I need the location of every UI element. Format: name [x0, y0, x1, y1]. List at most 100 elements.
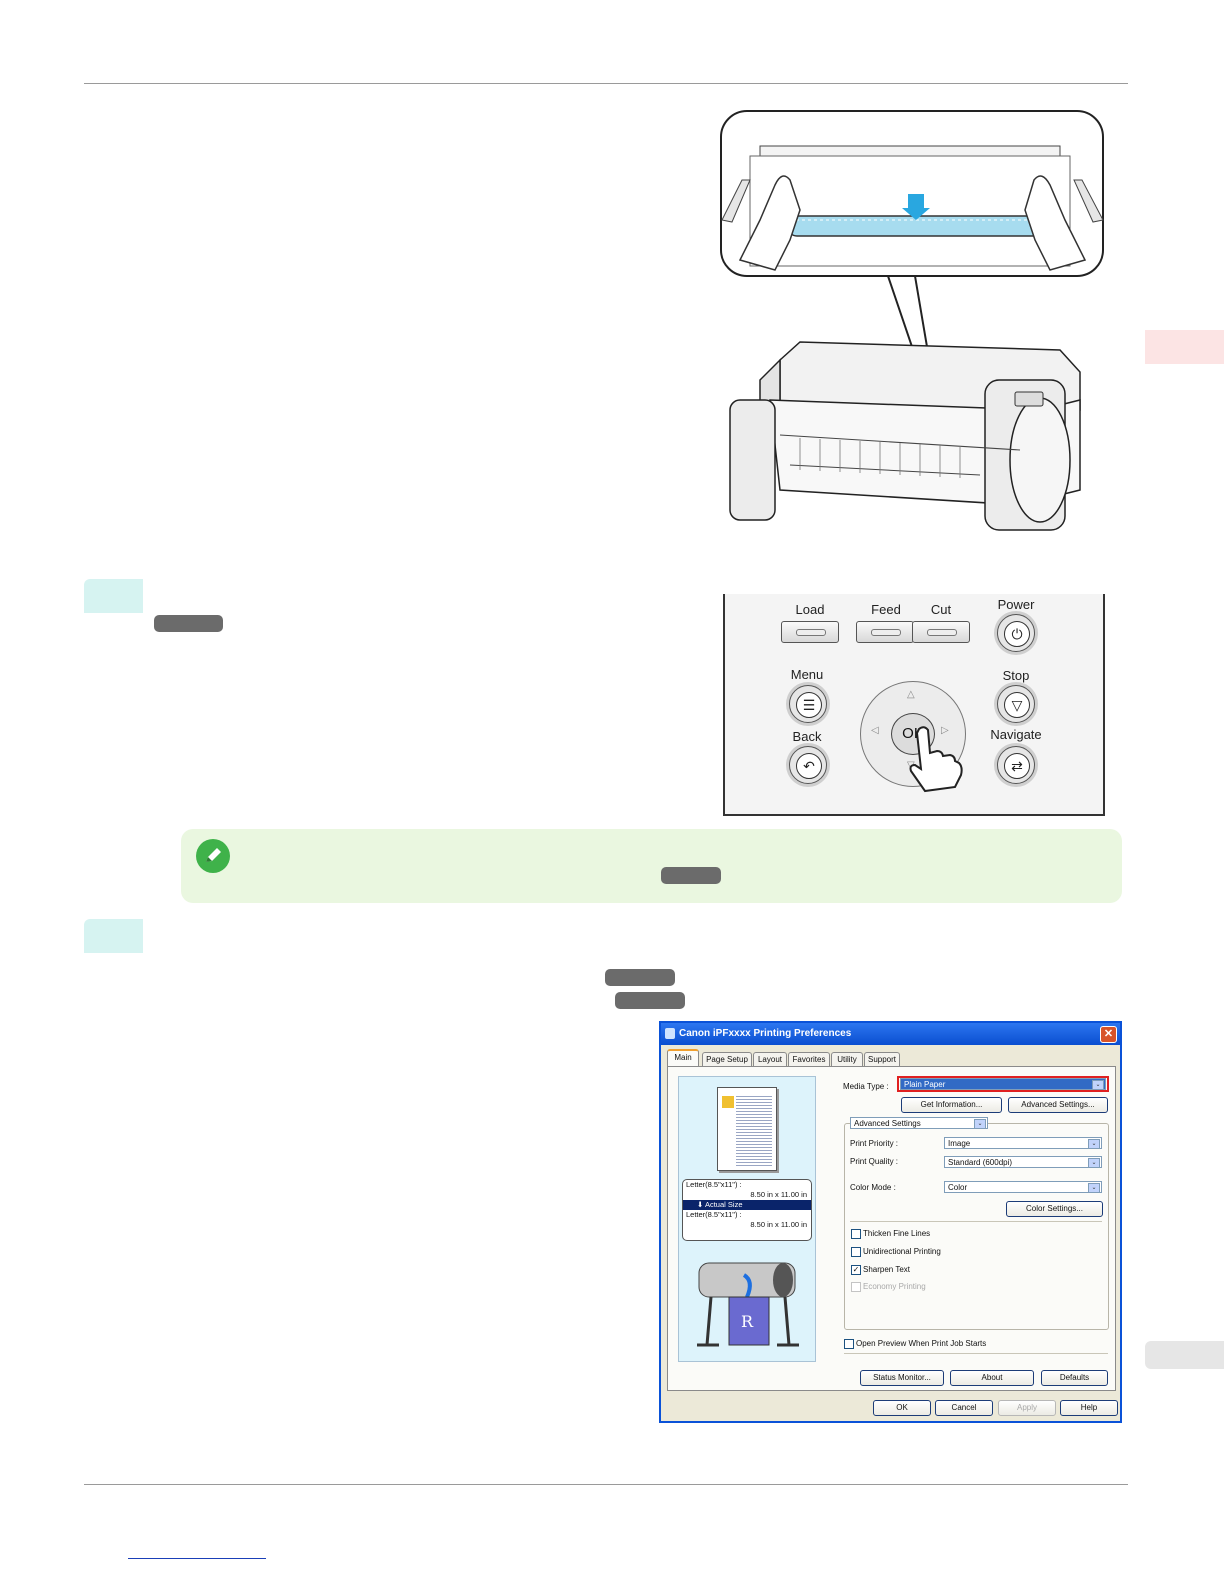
- print-priority-select[interactable]: Image ⌄: [944, 1137, 1102, 1149]
- printer-app-icon: [665, 1028, 675, 1039]
- footer-rule: [84, 1484, 1128, 1485]
- cancel-button[interactable]: Cancel: [935, 1400, 993, 1416]
- printer-preview-image: R: [697, 1262, 799, 1347]
- apply-button[interactable]: Apply: [998, 1400, 1056, 1416]
- about-button[interactable]: About: [950, 1370, 1034, 1386]
- feed-label: Feed: [871, 602, 901, 617]
- tab-layout[interactable]: Layout: [753, 1052, 787, 1067]
- back-button[interactable]: ↶: [789, 746, 827, 784]
- economy-printing-checkbox[interactable]: [851, 1282, 861, 1292]
- media-type-select[interactable]: Plain Paper ⌄: [900, 1078, 1106, 1090]
- color-settings-button[interactable]: Color Settings...: [1006, 1201, 1103, 1217]
- load-label: Load: [795, 602, 825, 617]
- menu-button[interactable]: ☰: [789, 685, 827, 723]
- navigate-icon: ⇄: [1004, 753, 1030, 779]
- key-reference-badge: [154, 615, 223, 632]
- print-quality-value: Standard (600dpi): [948, 1158, 1013, 1167]
- media-type-highlight: [897, 1076, 1109, 1092]
- feed-button[interactable]: [856, 621, 914, 643]
- size-to: Letter(8.5"x11") :: [686, 1210, 742, 1219]
- main-tab-panel: Letter(8.5"x11") : 8.50 in x 11.00 in ⬇ …: [667, 1066, 1116, 1391]
- media-type-value: Plain Paper: [904, 1080, 946, 1089]
- tab-favorites[interactable]: Favorites: [788, 1052, 830, 1067]
- stop-button[interactable]: ▽: [997, 685, 1035, 723]
- tab-main[interactable]: Main: [667, 1049, 699, 1069]
- back-label: Back: [792, 729, 822, 744]
- tab-utility[interactable]: Utility: [831, 1052, 863, 1067]
- pencil-icon: [196, 839, 230, 873]
- back-icon: ↶: [796, 753, 822, 779]
- dialog-title: Canon iPFxxxx Printing Preferences: [679, 1028, 852, 1039]
- size-mode-row: ⬇ Actual Size: [683, 1200, 811, 1210]
- key-reference-badge: [661, 867, 721, 884]
- load-button[interactable]: [781, 621, 839, 643]
- unidirectional-printing-checkbox[interactable]: [851, 1247, 861, 1257]
- print-quality-select[interactable]: Standard (600dpi) ⌄: [944, 1156, 1102, 1168]
- up-arrow-icon[interactable]: △: [907, 689, 915, 700]
- right-arrow-icon[interactable]: ▷: [941, 725, 949, 736]
- printing-preferences-dialog: Canon iPFxxxx Printing Preferences ✕ Mai…: [659, 1021, 1122, 1423]
- thicken-fine-lines-checkbox[interactable]: [851, 1229, 861, 1239]
- menu-icon: ☰: [796, 692, 822, 718]
- ok-button[interactable]: OK: [873, 1400, 931, 1416]
- status-monitor-button[interactable]: Status Monitor...: [860, 1370, 944, 1386]
- open-preview-checkbox[interactable]: [844, 1339, 854, 1349]
- page-reference-badge: [605, 969, 675, 986]
- stop-icon: ▽: [1004, 692, 1030, 718]
- size-to-dims: 8.50 in x 11.00 in: [750, 1220, 807, 1229]
- color-mode-label: Color Mode :: [850, 1183, 896, 1192]
- dialog-title-bar[interactable]: Canon iPFxxxx Printing Preferences ✕: [661, 1023, 1120, 1045]
- divider: [844, 1353, 1108, 1354]
- sharpen-text-label: Sharpen Text: [863, 1265, 910, 1274]
- media-type-label: Media Type :: [843, 1082, 889, 1091]
- close-icon[interactable]: ✕: [1100, 1026, 1117, 1043]
- chevron-down-icon[interactable]: ⌄: [1088, 1139, 1100, 1149]
- advanced-settings-button[interactable]: Advanced Settings...: [1008, 1097, 1108, 1113]
- chevron-down-icon[interactable]: ⌄: [1088, 1183, 1100, 1193]
- size-from: Letter(8.5"x11") :: [686, 1180, 742, 1189]
- left-arrow-icon[interactable]: ◁: [871, 725, 879, 736]
- thicken-fine-lines-label: Thicken Fine Lines: [863, 1229, 931, 1238]
- svg-text:R: R: [741, 1312, 754, 1331]
- print-priority-label: Print Priority :: [850, 1139, 899, 1148]
- preview-panel: Letter(8.5"x11") : 8.50 in x 11.00 in ⬇ …: [678, 1076, 816, 1362]
- color-mode-value: Color: [948, 1183, 968, 1192]
- navigate-button[interactable]: ⇄: [997, 746, 1035, 784]
- pointing-hand-icon: [905, 725, 965, 795]
- size-summary: Letter(8.5"x11") : 8.50 in x 11.00 in ⬇ …: [682, 1179, 812, 1241]
- color-mode-select[interactable]: Color ⌄: [944, 1181, 1102, 1193]
- divider: [850, 1221, 1102, 1222]
- stop-label: Stop: [1002, 668, 1030, 683]
- menu-label: Menu: [790, 667, 824, 682]
- note-box: [181, 829, 1122, 903]
- cut-label: Cut: [930, 602, 952, 617]
- page-preview: [717, 1087, 777, 1171]
- size-from-dims: 8.50 in x 11.00 in: [750, 1190, 807, 1199]
- power-label: Power: [997, 597, 1035, 612]
- sharpen-text-checkbox[interactable]: ✓: [851, 1265, 861, 1275]
- chapter-side-tab[interactable]: [1145, 330, 1224, 364]
- text-lines: [736, 1094, 772, 1166]
- power-button[interactable]: ⏻: [997, 614, 1035, 652]
- page-reference-badge: [615, 992, 685, 1009]
- footer-link-underline[interactable]: [128, 1558, 266, 1559]
- defaults-button[interactable]: Defaults: [1041, 1370, 1108, 1386]
- cut-button[interactable]: [912, 621, 970, 643]
- step-number-box: [84, 579, 143, 613]
- tab-support[interactable]: Support: [864, 1052, 900, 1067]
- print-priority-value: Image: [948, 1139, 971, 1148]
- economy-printing-label: Economy Printing: [863, 1282, 926, 1291]
- navigate-label: Navigate: [990, 727, 1042, 742]
- chevron-down-icon[interactable]: ⌄: [974, 1119, 986, 1129]
- index-side-tab[interactable]: [1145, 1341, 1224, 1369]
- image-thumbnail: [722, 1096, 734, 1108]
- mode-select[interactable]: Advanced Settings ⌄: [850, 1117, 988, 1129]
- get-information-button[interactable]: Get Information...: [901, 1097, 1002, 1113]
- printer-illustration: [720, 110, 1105, 540]
- power-icon: ⏻: [1004, 621, 1030, 647]
- tab-page-setup[interactable]: Page Setup: [702, 1052, 752, 1067]
- help-button[interactable]: Help: [1060, 1400, 1118, 1416]
- open-preview-label: Open Preview When Print Job Starts: [856, 1339, 987, 1348]
- chevron-down-icon[interactable]: ⌄: [1088, 1158, 1100, 1168]
- chevron-down-icon[interactable]: ⌄: [1092, 1080, 1104, 1090]
